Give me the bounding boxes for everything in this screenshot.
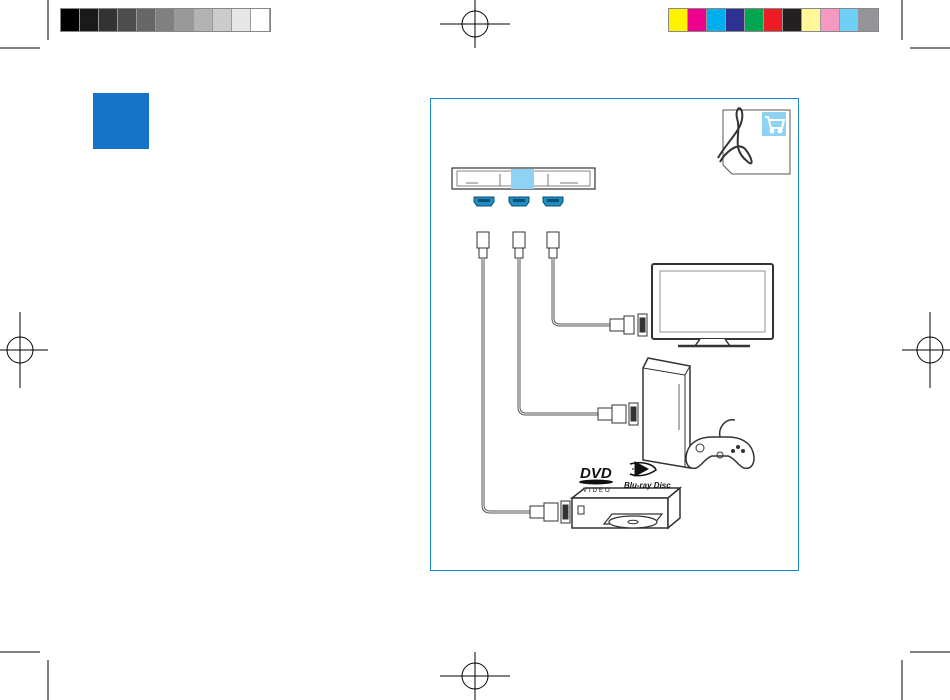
game-controller [686, 420, 754, 469]
tv [652, 264, 773, 346]
svg-text:Blu-ray Disc: Blu-ray Disc [624, 481, 671, 490]
svg-text:VIDEO: VIDEO [583, 488, 612, 494]
dvd-video-logo: DVD VIDEO [579, 465, 613, 494]
svg-text:DVD: DVD [580, 465, 612, 482]
bluray-disc-logo: Blu-ray Disc [624, 462, 671, 490]
disc-player [572, 488, 680, 528]
hdmi-plugs [477, 232, 559, 258]
game-console [643, 358, 690, 468]
hdmi-cable-accessory-icon [718, 108, 790, 174]
soundbar [452, 168, 595, 189]
hdmi-port-icons [474, 197, 563, 206]
